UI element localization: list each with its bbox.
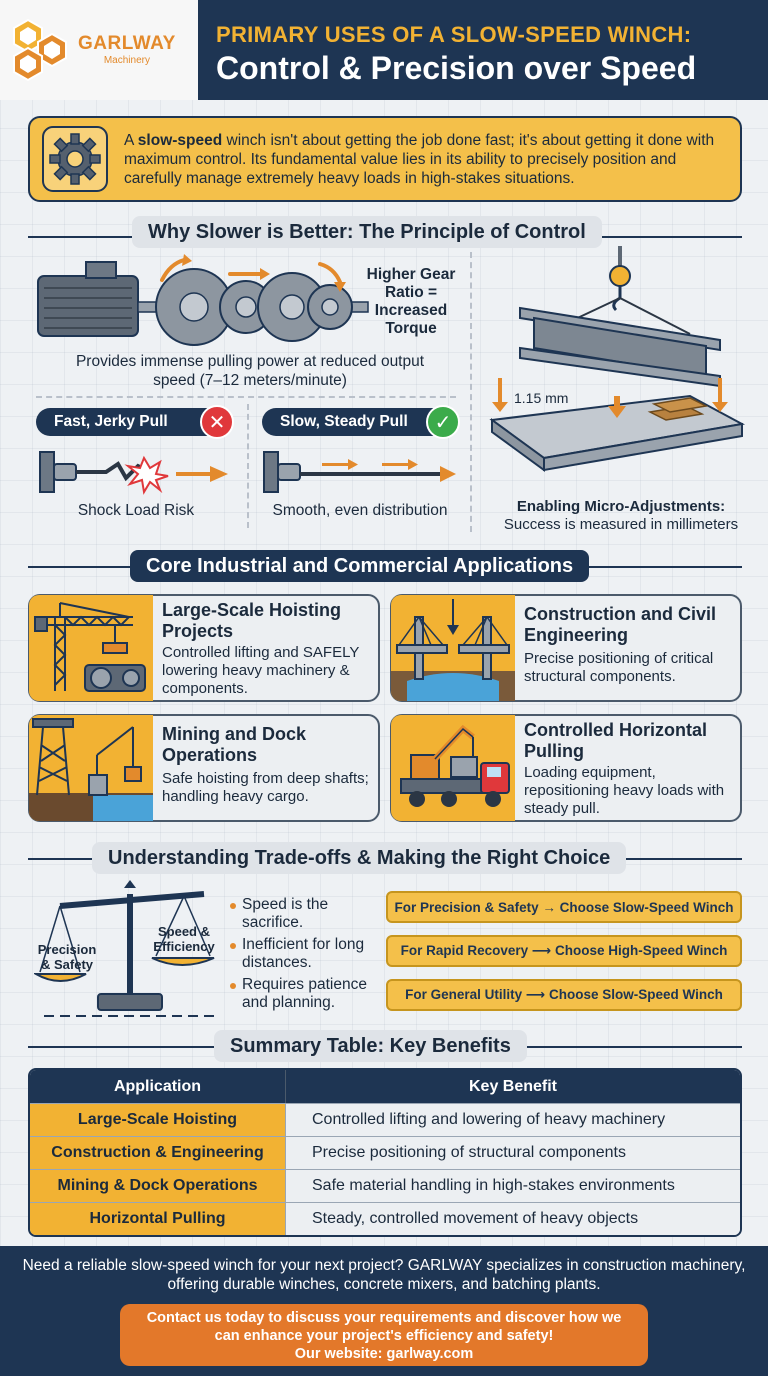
card-image — [391, 715, 515, 821]
list-item: Speed is the sacrifice. — [228, 896, 378, 932]
section-heading-applications: Core Industrial and Commercial Applicati… — [130, 550, 590, 582]
check-mark-icon: ✓ — [426, 405, 460, 439]
table-row: Construction & Engineering Precise posit… — [30, 1136, 740, 1169]
divider — [470, 252, 472, 532]
slow-pull-illustration — [263, 451, 456, 493]
table-row: Mining & Dock Operations Safe material h… — [30, 1169, 740, 1202]
table-row: Large-Scale Hoisting Controlled lifting … — [30, 1103, 740, 1136]
column-header: Key Benefit — [286, 1070, 740, 1103]
column-header: Application — [30, 1070, 286, 1103]
application-card: Mining and Dock Operations Safe hoisting… — [28, 714, 380, 822]
application-card: Large-Scale Hoisting Projects Controlled… — [28, 594, 380, 702]
table-cell: Precise positioning of structural compon… — [286, 1137, 740, 1169]
intro-text: A slow-speed winch isn't about getting t… — [124, 131, 715, 187]
slow-pull-caption: Smooth, even distribution — [272, 502, 448, 519]
intro-box: A slow-speed winch isn't about getting t… — [28, 116, 742, 202]
choice-precision: For Precision & Safety → Choose Slow-Spe… — [386, 891, 742, 923]
title-line-2: Control & Precision over Speed — [216, 50, 697, 86]
micro-adjustment-title: Enabling Micro-Adjustments: — [516, 498, 726, 515]
excavator-truck-icon — [400, 724, 510, 807]
divider — [36, 396, 456, 398]
choice-general-utility: For General Utility ⟶ Choose Slow-Speed … — [386, 979, 742, 1011]
table-row: Horizontal Pulling Steady, controlled mo… — [30, 1202, 740, 1235]
fast-pull-pill: Fast, Jerky Pull ✕ — [36, 405, 234, 439]
summary-table: Application Key Benefit Large-Scale Hois… — [28, 1068, 742, 1237]
micro-adjustment-sub: Success is measured in millimeters — [503, 516, 739, 533]
gear-icon — [42, 126, 108, 192]
card-desc: Safe hoisting from deep shafts; handling… — [162, 770, 369, 805]
motor-gearbox-illustration — [37, 254, 369, 346]
i-beam-crane-illustration — [489, 246, 746, 472]
gear-ratio-label: Higher Gear Ratio = Increased Torque — [366, 266, 456, 337]
table-cell: Safe material handling in high-stakes en… — [286, 1170, 740, 1202]
table-cell: Construction & Engineering — [30, 1137, 286, 1169]
header: GARLWAY Machinery PRIMARY USES OF A SLOW… — [0, 0, 768, 100]
x-mark-icon: ✕ — [200, 405, 234, 439]
hexagon-logo-icon — [13, 18, 67, 82]
website-link[interactable]: Our website: garlway.com — [294, 1346, 474, 1362]
title-banner: PRIMARY USES OF A SLOW-SPEED WINCH: Cont… — [198, 0, 768, 100]
slow-pull-pill: Slow, Steady Pull ✓ — [262, 405, 460, 439]
card-desc: Controlled lifting and SAFELY lowering h… — [162, 644, 360, 697]
card-title: Mining and Dock Operations — [162, 724, 306, 765]
cta-line: Contact us today to discuss your require… — [146, 1310, 622, 1326]
table-cell: Large-Scale Hoisting — [30, 1104, 286, 1136]
card-title: Construction and Civil Engineering — [524, 604, 717, 645]
section-heading-principle: Why Slower is Better: The Principle of C… — [132, 216, 602, 248]
bridge-construction-icon — [391, 599, 515, 701]
table-cell: Steady, controlled movement of heavy obj… — [286, 1203, 740, 1235]
millimeter-label: 1.15 mm — [514, 390, 569, 406]
card-image — [391, 595, 515, 701]
scale-right-label: Speed & Efficiency — [153, 924, 215, 954]
micro-adjustment-caption: Enabling Micro-Adjustments: Success is m… — [476, 498, 766, 534]
application-card: Construction and Civil Engineering Preci… — [390, 594, 742, 702]
application-card: Controlled Horizontal Pulling Loading eq… — [390, 714, 742, 822]
table-cell: Horizontal Pulling — [30, 1203, 286, 1235]
footer-text: Need a reliable slow-speed winch for you… — [22, 1257, 746, 1293]
logo: GARLWAY Machinery — [0, 0, 198, 100]
card-title: Large-Scale Hoisting Projects — [162, 600, 342, 641]
fast-pull-label: Fast, Jerky Pull — [54, 413, 168, 430]
table-cell: Controlled lifting and lowering of heavy… — [286, 1104, 740, 1136]
scale-left-label: Precision & Safety — [37, 942, 97, 972]
fast-pull-illustration — [39, 451, 228, 495]
title-line-1: PRIMARY USES OF A SLOW-SPEED WINCH: — [216, 22, 692, 47]
brand-name: GARLWAY — [78, 33, 176, 54]
card-title: Controlled Horizontal Pulling — [524, 720, 707, 761]
divider — [247, 404, 249, 528]
card-image — [29, 595, 153, 701]
section-heading-tradeoffs: Understanding Trade-offs & Making the Ri… — [92, 842, 627, 874]
card-desc: Precise positioning of critical structur… — [524, 650, 714, 685]
principle-caption: Provides immense pulling power at reduce… — [75, 353, 425, 389]
brand-sub: Machinery — [103, 55, 150, 66]
card-desc: Loading equipment, repositioning heavy l… — [524, 764, 725, 817]
slow-pull-label: Slow, Steady Pull — [280, 413, 408, 430]
list-item: Requires patience and planning. — [228, 976, 378, 1012]
choice-rapid-recovery: For Rapid Recovery ⟶ Choose High-Speed W… — [386, 935, 742, 967]
card-image — [29, 715, 153, 821]
intro-bold: slow-speed — [137, 131, 223, 149]
cta-line: can enhance your project's efficiency an… — [214, 1328, 554, 1344]
tradeoff-bullets: Speed is the sacrifice. Inefficient for … — [228, 896, 378, 1016]
tower-crane-winch-icon — [34, 602, 146, 692]
table-cell: Mining & Dock Operations — [30, 1170, 286, 1202]
balance-scale-illustration — [34, 880, 218, 1017]
fast-pull-caption: Shock Load Risk — [77, 502, 195, 519]
list-item: Inefficient for long distances. — [228, 936, 378, 972]
mining-dock-icon — [29, 718, 153, 821]
section-heading-summary: Summary Table: Key Benefits — [214, 1030, 527, 1062]
footer: Need a reliable slow-speed winch for you… — [0, 1246, 768, 1376]
contact-cta[interactable]: Contact us today to discuss your require… — [120, 1304, 648, 1366]
table-header-row: Application Key Benefit — [30, 1070, 740, 1103]
